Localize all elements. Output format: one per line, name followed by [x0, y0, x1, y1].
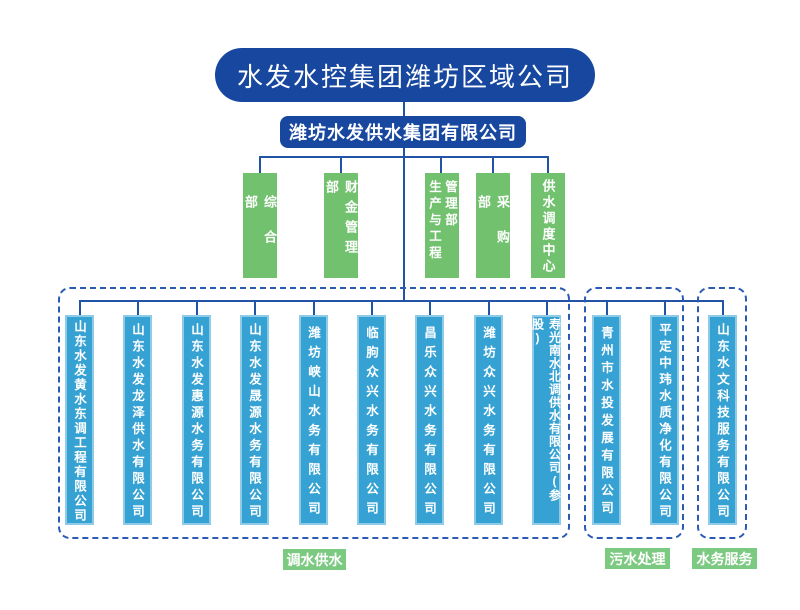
connector-bus-companies: [79, 300, 724, 302]
company-node: 潍坊众兴水务有限公司: [474, 315, 503, 525]
connector-drop-company: [546, 300, 548, 315]
connector-drop-company: [371, 300, 373, 315]
department-node-production-engineering: 生产与工程 管理部: [425, 173, 459, 278]
company-node: 寿光南水北调供水有限公司(参股): [530, 315, 562, 525]
department-label-line: 管理部: [443, 180, 457, 230]
company-label: 平定中玮水质净化有限公司: [657, 323, 671, 521]
group-label-text: 水务服务: [696, 550, 753, 567]
department-node-procurement: 采购部: [476, 173, 510, 278]
connector-drop-company: [313, 300, 315, 315]
company-label: 寿光南水北调供水有限公司(参股): [530, 318, 562, 502]
group-outline-water-supply: [58, 287, 570, 539]
company-node: 山东水发晟源水务有限公司: [240, 315, 269, 525]
connector-drop-company: [606, 300, 608, 315]
company-label: 昌乐众兴水务有限公司: [422, 326, 436, 521]
group-label-sewage-treatment: 污水处理: [605, 548, 670, 569]
department-label: 供水调度中心: [540, 179, 556, 275]
connector-drop-dept: [340, 156, 342, 173]
company-node: 山东水文科技服务有限公司: [708, 315, 737, 525]
department-label: 综合部: [243, 195, 277, 265]
company-node: 潍坊峡山水务有限公司: [299, 315, 328, 525]
parent-company-title: 潍坊水发供水集团有限公司: [289, 123, 517, 143]
company-node: 昌乐众兴水务有限公司: [415, 315, 444, 525]
connector-drop-company: [664, 300, 666, 315]
department-node-general: 综合部: [243, 173, 277, 278]
connector-drop-company: [196, 300, 198, 315]
company-label: 山东水发惠源水务有限公司: [189, 323, 203, 521]
company-label: 山东水发黄水东调工程有限公司: [72, 319, 86, 523]
company-label: 青州市水投发展有限公司: [599, 326, 613, 519]
connector-drop-company: [137, 300, 139, 315]
group-outline-sewage-treatment: [584, 287, 684, 539]
group-label-water-services: 水务服务: [692, 548, 757, 569]
connector-drop-company: [429, 300, 431, 315]
company-node: 平定中玮水质净化有限公司: [650, 315, 679, 525]
company-label: 潍坊峡山水务有限公司: [306, 326, 320, 521]
department-label-line: 生产与工程: [427, 180, 441, 263]
connector-drop-dept: [440, 156, 442, 173]
company-node: 山东水发龙泽供水有限公司: [123, 315, 152, 525]
company-node: 临朐众兴水务有限公司: [357, 315, 386, 525]
connector-drop-dept: [492, 156, 494, 173]
connector-drop-company: [488, 300, 490, 315]
connector-drop-company: [254, 300, 256, 315]
company-label: 临朐众兴水务有限公司: [364, 326, 378, 521]
connector-bus-departments: [259, 156, 549, 158]
company-node: 山东水发惠源水务有限公司: [182, 315, 211, 525]
company-label: 山东水文科技服务有限公司: [715, 323, 729, 521]
department-node-finance: 财金管理部: [324, 173, 358, 278]
department-label: 采购部: [476, 195, 510, 265]
connector-drop-dept: [547, 156, 549, 173]
group-label-text: 调水供水: [286, 551, 343, 568]
department-label: 生产与工程 管理部: [426, 173, 458, 278]
group-label-water-supply: 调水供水: [283, 549, 346, 570]
connector-drop-dept: [259, 156, 261, 173]
connector-drop-company: [722, 300, 724, 315]
group-label-text: 污水处理: [609, 550, 666, 567]
company-label: 潍坊众兴水务有限公司: [481, 326, 495, 521]
connector-drop-company: [79, 300, 81, 315]
company-label: 山东水发龙泽供水有限公司: [130, 323, 144, 521]
parent-company-node: 潍坊水发供水集团有限公司: [280, 116, 526, 148]
company-label: 山东水发晟源水务有限公司: [247, 323, 261, 521]
company-node: 山东水发黄水东调工程有限公司: [65, 315, 94, 525]
company-node: 青州市水投发展有限公司: [592, 315, 621, 525]
connector-root-to-parent: [403, 102, 405, 116]
department-node-dispatch-center: 供水调度中心: [531, 173, 565, 278]
root-company-node: 水发水控集团潍坊区域公司: [215, 48, 595, 102]
department-label: 财金管理部: [324, 180, 358, 260]
group-outline-water-services: [697, 287, 747, 539]
connector-center-spine: [403, 148, 405, 302]
root-company-title: 水发水控集团潍坊区域公司: [236, 62, 573, 92]
